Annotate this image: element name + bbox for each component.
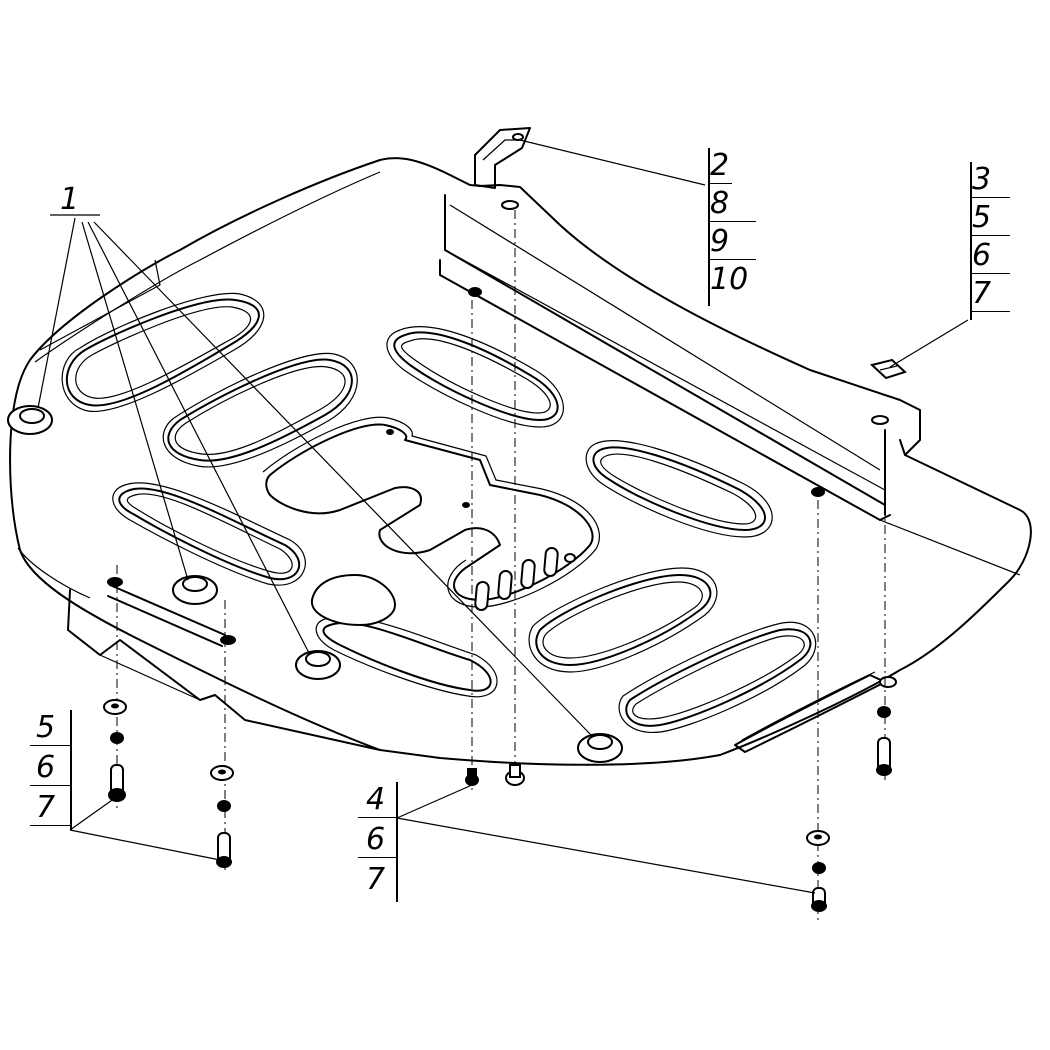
leader-lines	[37, 139, 969, 894]
plate-outline	[9, 157, 1032, 766]
callout-4-item: 6	[358, 822, 398, 858]
callout-3-item: 5	[970, 200, 1010, 236]
grommet	[577, 733, 623, 763]
grommet	[172, 575, 218, 605]
callout-2-item: 9	[708, 224, 756, 260]
nut	[877, 706, 891, 718]
washer	[210, 765, 234, 781]
nut	[217, 800, 231, 812]
bolt	[505, 764, 525, 786]
callout-3-item: 6	[970, 238, 1010, 274]
callout-3-item: 7	[970, 276, 1010, 312]
bolt	[465, 768, 479, 786]
fasteners	[103, 699, 892, 912]
callout-2-item: 2	[708, 148, 732, 184]
callout-4-item: 4	[358, 782, 398, 818]
grommets	[7, 200, 897, 763]
vent-slots	[474, 547, 576, 611]
washer	[806, 830, 830, 846]
callout-5-item: 6	[30, 750, 72, 786]
grommet	[295, 650, 341, 680]
washer	[103, 699, 127, 715]
grommet	[7, 405, 53, 435]
nut	[812, 862, 826, 874]
nut	[110, 732, 124, 744]
bolt	[108, 764, 126, 802]
bracket-part-2	[474, 127, 531, 189]
service-hatch	[310, 547, 576, 627]
plate-ribs	[61, 292, 886, 753]
callout-1-label: 1	[60, 182, 80, 217]
callout-2-item: 10	[710, 262, 749, 297]
callout-5-item: 5	[30, 710, 72, 746]
callout-4-item: 7	[366, 862, 386, 897]
callout-2-item: 8	[708, 186, 756, 222]
clip-part-3	[869, 358, 907, 380]
callout-5-item: 7	[30, 790, 72, 826]
bolt	[811, 887, 827, 912]
bolt	[876, 737, 892, 776]
callout-3-item: 3	[970, 162, 1010, 198]
bolt	[216, 832, 232, 868]
